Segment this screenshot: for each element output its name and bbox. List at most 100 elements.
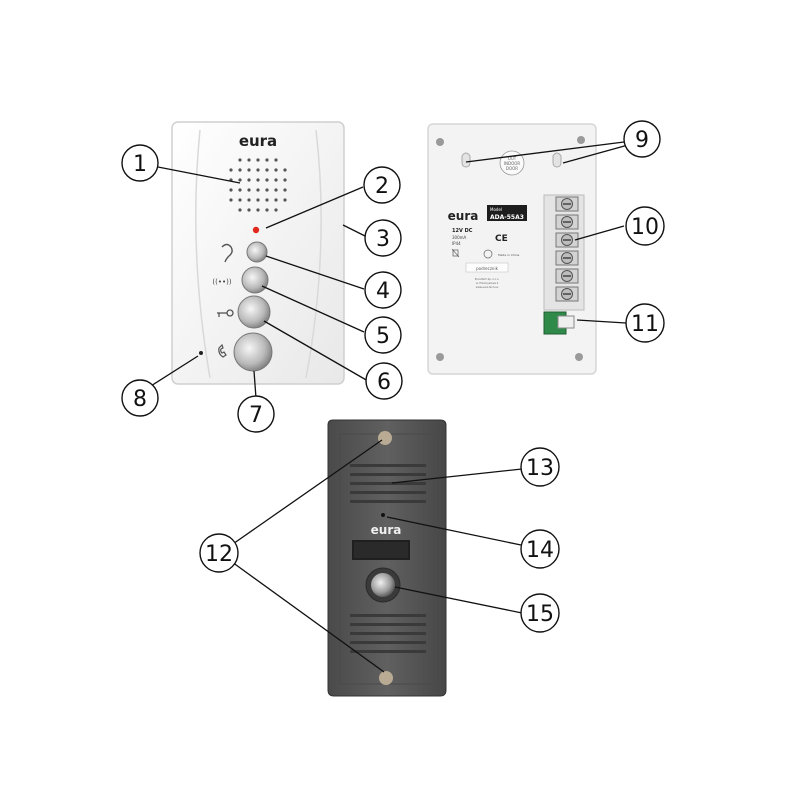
callout-13: 13 bbox=[520, 447, 560, 487]
wire-terminal[interactable] bbox=[555, 250, 579, 266]
callout-2: 2 bbox=[363, 166, 401, 204]
svg-text:5: 5 bbox=[376, 324, 390, 349]
svg-text:DOOR: DOOR bbox=[506, 166, 518, 171]
svg-text:11: 11 bbox=[631, 312, 659, 337]
mounting-hole bbox=[461, 152, 471, 168]
grille-hole bbox=[247, 198, 251, 202]
svg-text:3: 3 bbox=[376, 227, 390, 252]
grille-hole bbox=[247, 188, 251, 192]
speaker-slot bbox=[350, 491, 426, 494]
model-label: Model bbox=[490, 207, 502, 212]
svg-text:8: 8 bbox=[133, 387, 147, 412]
callout-8: 8 bbox=[121, 379, 159, 417]
ear-icon bbox=[221, 243, 233, 263]
grille-hole bbox=[229, 168, 233, 172]
speaker-slot bbox=[350, 614, 426, 617]
svg-text:2: 2 bbox=[375, 174, 389, 199]
callout-3: 3 bbox=[364, 219, 402, 257]
callout-7: 7 bbox=[237, 395, 275, 433]
callouts: 1 2 3 4 5 6 7 8 9 10 11 12 13 14 15 bbox=[121, 120, 665, 633]
talk-button[interactable] bbox=[233, 332, 273, 372]
callout-5: 5 bbox=[364, 316, 402, 354]
grille-hole bbox=[238, 178, 242, 182]
callout-9: 9 bbox=[623, 120, 661, 158]
grille-hole bbox=[274, 208, 278, 212]
model-number: ADA-55A3 bbox=[490, 214, 524, 221]
grille-hole bbox=[283, 168, 287, 172]
speaker-grille bbox=[229, 158, 287, 212]
callout-6: 6 bbox=[365, 362, 403, 400]
microphone-hole bbox=[199, 351, 203, 355]
grille-hole bbox=[265, 168, 269, 172]
door-logo: eura bbox=[371, 523, 402, 537]
back-logo: eura bbox=[448, 209, 479, 223]
screw bbox=[436, 138, 444, 146]
callout-10: 10 bbox=[625, 206, 665, 246]
grille-hole bbox=[283, 188, 287, 192]
status-led bbox=[252, 226, 260, 234]
phone-icon bbox=[218, 343, 227, 358]
call-button[interactable] bbox=[371, 573, 395, 597]
maker-line-3: www.eura-tech.eu bbox=[476, 285, 499, 289]
wire-terminal[interactable] bbox=[555, 232, 579, 248]
speaker-slot bbox=[350, 641, 426, 644]
grille-hole bbox=[229, 188, 233, 192]
speaker-slot bbox=[350, 482, 426, 485]
speaker-slots bbox=[350, 464, 426, 503]
wire-terminal[interactable] bbox=[555, 196, 579, 212]
maker-line-1: Eura-Tech Sp. z o.o. bbox=[475, 277, 499, 281]
grille-hole bbox=[274, 168, 278, 172]
recycle-icon bbox=[483, 249, 493, 259]
callout-1: 1 bbox=[121, 144, 159, 182]
made-in-text: Made in China bbox=[498, 253, 520, 257]
listen-button[interactable] bbox=[246, 241, 268, 263]
spec-line-2: IP44 bbox=[452, 241, 461, 246]
grille-hole bbox=[238, 188, 242, 192]
svg-text:15: 15 bbox=[526, 602, 554, 627]
grille-hole bbox=[238, 168, 242, 172]
speaker-slot bbox=[350, 632, 426, 635]
jumper-connector[interactable] bbox=[557, 315, 575, 329]
grille-hole bbox=[265, 158, 269, 162]
screw bbox=[575, 353, 583, 361]
grille-hole bbox=[283, 198, 287, 202]
svg-text:1: 1 bbox=[133, 152, 147, 177]
callout-12: 12 bbox=[199, 533, 239, 573]
door-screw-bottom bbox=[379, 671, 393, 685]
speaker-slot bbox=[350, 650, 426, 653]
speaker-slot bbox=[350, 473, 426, 476]
indoor-unit: eura ((••)) bbox=[171, 121, 345, 385]
grille-hole bbox=[247, 208, 251, 212]
door-screw-top bbox=[378, 431, 392, 445]
ce-mark: CE bbox=[495, 234, 508, 244]
svg-text:6: 6 bbox=[377, 370, 391, 395]
callout-4: 4 bbox=[364, 271, 402, 309]
mounting-hole bbox=[552, 152, 562, 168]
speaker-slot bbox=[350, 623, 426, 626]
grille-hole bbox=[265, 188, 269, 192]
grille-hole bbox=[274, 158, 278, 162]
key-icon bbox=[217, 309, 234, 317]
sticker-text: podrecznik bbox=[476, 266, 498, 271]
grille-hole bbox=[238, 198, 242, 202]
speaker-slot bbox=[350, 464, 426, 467]
wire-terminal[interactable] bbox=[555, 286, 579, 302]
grille-hole bbox=[256, 158, 260, 162]
grille-hole bbox=[256, 208, 260, 212]
svg-text:OUT: OUT bbox=[508, 156, 517, 161]
weee-bin-icon bbox=[451, 248, 460, 258]
wire-terminal[interactable] bbox=[555, 268, 579, 284]
handsfree-button[interactable] bbox=[241, 266, 269, 294]
callout-11: 11 bbox=[625, 303, 665, 343]
grille-hole bbox=[247, 168, 251, 172]
unlock-button[interactable] bbox=[237, 295, 271, 329]
grille-hole bbox=[265, 198, 269, 202]
svg-text:13: 13 bbox=[526, 456, 554, 481]
grille-hole bbox=[274, 198, 278, 202]
svg-text:7: 7 bbox=[249, 403, 263, 428]
door-microphone bbox=[381, 513, 385, 517]
wire-terminal[interactable] bbox=[555, 214, 579, 230]
grille-hole bbox=[256, 178, 260, 182]
grille-hole bbox=[247, 158, 251, 162]
svg-text:14: 14 bbox=[526, 538, 554, 563]
